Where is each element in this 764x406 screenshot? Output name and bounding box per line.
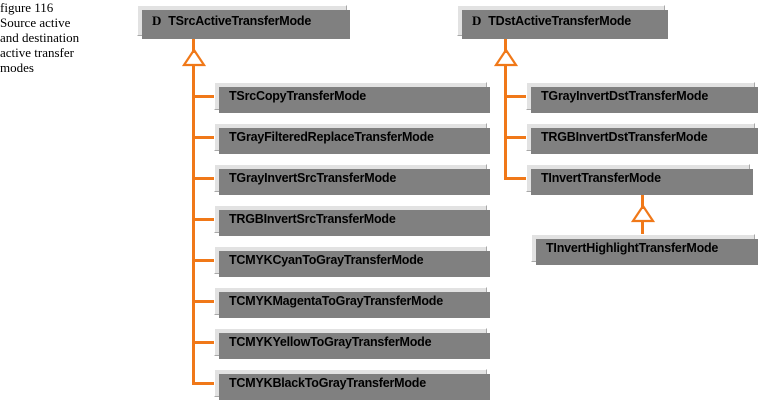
connector-src-stub (192, 259, 214, 262)
class-name-label: TRGBInvertDstTransferMode (541, 130, 708, 144)
connector-src-stub (192, 341, 214, 344)
connector-invert-drop (641, 220, 644, 236)
class-box-content: TCMYKBlackToGrayTransferMode (215, 376, 426, 390)
class-box-content: D TDstActiveTransferMode (458, 13, 631, 29)
class-box-content: TInvertHighlightTransferMode (532, 241, 718, 255)
class-box-content: TRGBInvertSrcTransferMode (215, 212, 396, 226)
box-shadow (531, 87, 758, 113)
class-name-label: TCMYKCyanToGrayTransferMode (229, 253, 424, 267)
class-box-tcmykmagentatograytransfermode[interactable]: TCMYKMagentaToGrayTransferMode (214, 287, 490, 318)
class-name-label: TGrayFilteredReplaceTransferMode (229, 130, 434, 144)
class-box-content: TSrcCopyTransferMode (215, 89, 366, 103)
class-name-label: TRGBInvertSrcTransferMode (229, 212, 396, 226)
box-shadow (219, 292, 490, 318)
class-box-content: TRGBInvertDstTransferMode (527, 130, 708, 144)
connector-src-stub (192, 177, 214, 180)
class-box-tsrcactivetransfermode[interactable]: D TSrcActiveTransferMode (137, 5, 350, 39)
class-name-label: TCMYKMagentaToGrayTransferMode (229, 294, 443, 308)
box-shadow (536, 239, 758, 265)
generalization-triangle-invert (631, 205, 655, 223)
connector-src-stub (192, 382, 214, 385)
class-box-tgrayinvertsrctransfermode[interactable]: TGrayInvertSrcTransferMode (214, 164, 490, 195)
class-box-content: TCMYKYellowToGrayTransferMode (215, 335, 432, 349)
class-box-tcmykblacktograytransfermode[interactable]: TCMYKBlackToGrayTransferMode (214, 369, 490, 400)
class-box-trgbinvertsrctransfermode[interactable]: TRGBInvertSrcTransferMode (214, 205, 490, 236)
generalization-triangle-dst (494, 49, 518, 67)
box-shadow (219, 251, 490, 277)
connector-dst-stub (504, 177, 526, 180)
class-name-label: TCMYKBlackToGrayTransferMode (229, 376, 426, 390)
connector-dst-root-stem (504, 36, 507, 53)
box-shadow (219, 210, 490, 236)
connector-dst-stub (504, 136, 526, 139)
caption-line: and destination (0, 30, 80, 45)
class-name-label: TSrcCopyTransferMode (229, 89, 367, 103)
class-box-content: TGrayFilteredReplaceTransferMode (215, 130, 434, 144)
generalization-triangle-src (182, 49, 206, 67)
class-box-trgbinvertdsttransfermode[interactable]: TRGBInvertDstTransferMode (526, 123, 758, 154)
class-box-content: TCMYKCyanToGrayTransferMode (215, 253, 424, 267)
class-name-label: TInvertHighlightTransferMode (546, 241, 719, 255)
class-box-tcmykcyantograytransfermode[interactable]: TCMYKCyanToGrayTransferMode (214, 246, 490, 277)
caption-line: figure 116 (0, 0, 54, 15)
deferred-marker-icon: D (472, 12, 482, 28)
deferred-marker-icon: D (152, 12, 162, 28)
connector-src-stub (192, 218, 214, 221)
caption-line: modes (0, 60, 34, 75)
class-box-tgrayinvertdsttransfermode[interactable]: TGrayInvertDstTransferMode (526, 82, 758, 113)
class-box-content: TGrayInvertDstTransferMode (527, 89, 708, 103)
box-shadow (142, 10, 350, 39)
class-box-content: TCMYKMagentaToGrayTransferMode (215, 294, 443, 308)
box-shadow (219, 87, 490, 113)
connector-dst-trunk (504, 64, 507, 180)
class-box-tdstactivetransfermode[interactable]: D TDstActiveTransferMode (457, 5, 668, 39)
class-name-label: TCMYKYellowToGrayTransferMode (229, 335, 432, 349)
connector-src-stub (192, 136, 214, 139)
figure-caption: figure 116 Source active and destination… (0, 0, 100, 75)
class-name-label: TInvertTransferMode (541, 171, 661, 185)
box-shadow (531, 128, 758, 154)
class-name-label: TDstActiveTransferMode (488, 13, 632, 28)
box-shadow (219, 169, 490, 195)
caption-line: Source active (0, 15, 71, 30)
class-box-tsrccopytransfermode[interactable]: TSrcCopyTransferMode (214, 82, 490, 113)
connector-src-trunk (192, 64, 195, 382)
class-box-tinverttransfermode[interactable]: TInvertTransferMode (526, 164, 753, 195)
class-name-label: TGrayInvertDstTransferMode (541, 89, 709, 103)
box-shadow (219, 374, 490, 400)
class-box-content: D TSrcActiveTransferMode (138, 13, 311, 29)
connector-src-root-stem (192, 36, 195, 53)
box-shadow (462, 10, 668, 39)
connector-dst-stub (504, 95, 526, 98)
caption-line: active transfer (0, 45, 74, 60)
class-box-content: TInvertTransferMode (527, 171, 661, 185)
connector-src-stub (192, 95, 214, 98)
box-shadow (219, 333, 490, 359)
class-name-label: TGrayInvertSrcTransferMode (229, 171, 397, 185)
class-box-tinverthighlighttransfermode[interactable]: TInvertHighlightTransferMode (531, 234, 758, 265)
class-name-label: TSrcActiveTransferMode (168, 13, 312, 28)
box-shadow (219, 128, 490, 154)
class-box-content: TGrayInvertSrcTransferMode (215, 171, 396, 185)
connector-src-stub (192, 300, 214, 303)
class-box-tgrayfilteredreplacetransfermode[interactable]: TGrayFilteredReplaceTransferMode (214, 123, 490, 154)
box-shadow (531, 169, 753, 195)
connector-invert-stem (641, 192, 644, 209)
class-box-tcmykyellowtograytransfermode[interactable]: TCMYKYellowToGrayTransferMode (214, 328, 490, 359)
